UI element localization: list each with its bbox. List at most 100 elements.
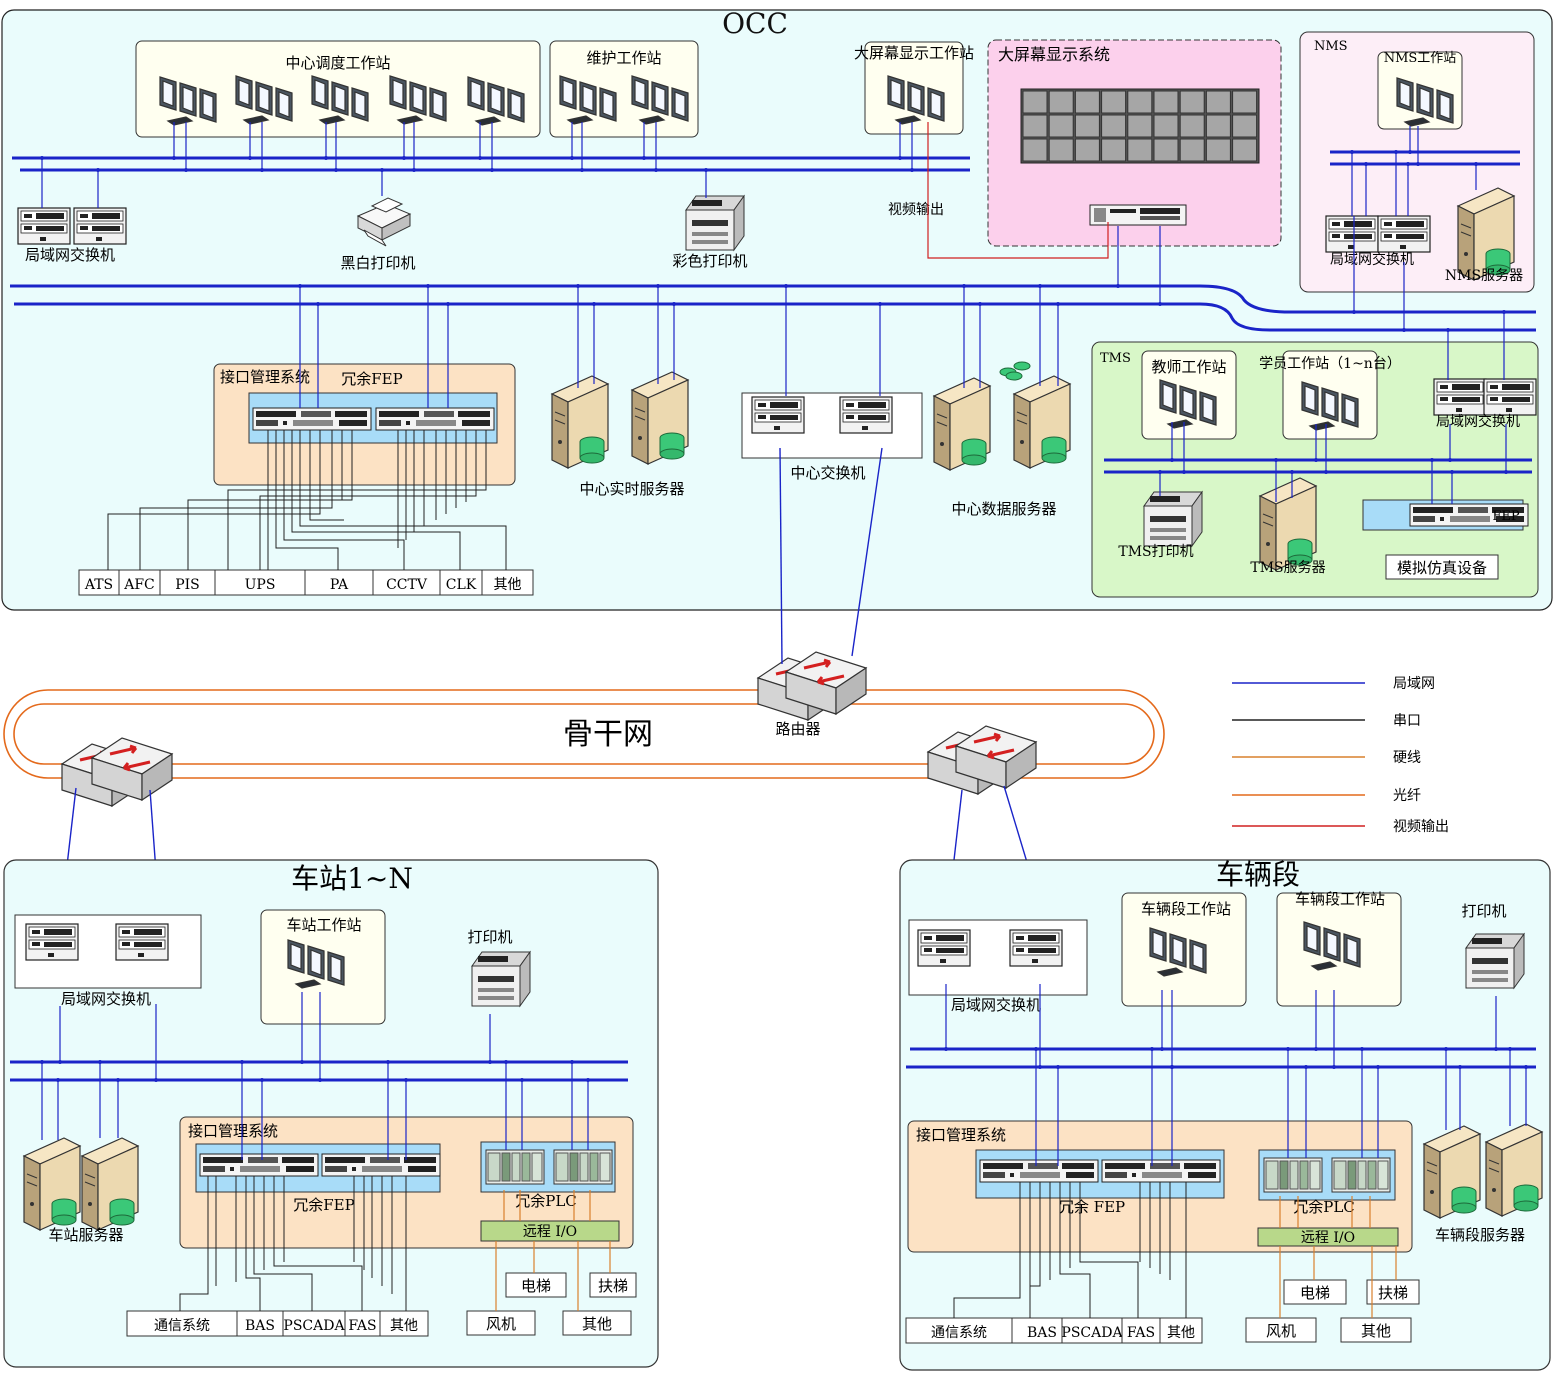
nms-switch-icon — [1325, 215, 1379, 253]
depot-interface-label: PSCADA — [1061, 1325, 1123, 1341]
station-fep-unit-icon — [199, 1153, 319, 1177]
lan-joint — [40, 1060, 44, 1064]
station-plc-icon — [553, 1149, 613, 1185]
serial-link — [273, 1176, 363, 1311]
lan-joint — [1446, 328, 1450, 332]
legend-label: 视频输出 — [1393, 819, 1449, 835]
lan-joint — [576, 284, 580, 288]
video-controller-icon — [1089, 204, 1187, 226]
lan-joint — [1038, 1065, 1042, 1069]
lan-joint — [324, 156, 328, 160]
depot-ims-label: 接口管理系统 — [916, 1126, 1006, 1144]
serial-link — [1059, 1182, 1091, 1318]
station-fep-unit-icon — [321, 1153, 441, 1177]
depot-interface-box — [905, 1317, 1013, 1344]
depot-remote-io-label: 远程 I/O — [1301, 1230, 1355, 1246]
station-elevator-label: 电梯 — [521, 1277, 551, 1295]
station-switch-label: 局域网交换机 — [61, 990, 151, 1008]
depot-other2-label: 其他 — [1361, 1322, 1391, 1340]
depot-switch-label: 局域网交换机 — [951, 996, 1041, 1014]
occ-lan-switch-icon — [17, 207, 71, 245]
lan-joint — [1158, 302, 1162, 306]
station-switch-icon — [115, 923, 169, 961]
lan-joint — [248, 156, 252, 160]
depot-title: 车辆段 — [1216, 858, 1300, 891]
depot-server-icon — [1485, 1123, 1543, 1217]
station-fan-box — [466, 1310, 536, 1336]
nms-server-icon — [1457, 187, 1515, 281]
station-remote-io-label: 远程 I/O — [523, 1224, 577, 1240]
station-elevator-box — [505, 1272, 567, 1298]
depot-interface-box — [1121, 1317, 1161, 1344]
video-wall-icon — [1020, 88, 1260, 164]
depot-fan-label: 风机 — [1266, 1322, 1296, 1340]
depot-interface-label: FAS — [1127, 1325, 1155, 1341]
occ-interface-box — [214, 569, 306, 596]
depot-hardwire-links — [1279, 1196, 1397, 1318]
depot-escalator-box — [1366, 1279, 1420, 1305]
lan-joint — [172, 156, 176, 160]
serial-link — [253, 1176, 313, 1311]
station-region: 车站1~N 局域网交换机 车站工作站 打印机 车站服务器 接口管理系统 冗余FE… — [3, 859, 659, 1368]
depot-plc-icon — [1263, 1157, 1323, 1193]
lan-joint — [1332, 1065, 1336, 1069]
lan-joint — [1038, 284, 1042, 288]
nms-switch-icon — [1377, 215, 1431, 253]
occ-lan-links — [10, 122, 1536, 504]
lan-joint — [96, 168, 100, 172]
station-server-icon — [81, 1137, 139, 1231]
lan-joint — [1182, 470, 1186, 474]
depot-interface-box — [1061, 1317, 1123, 1344]
simulator-label: 模拟仿真设备 — [1397, 559, 1487, 577]
lan-joint — [154, 1078, 158, 1082]
station-interface-box — [282, 1310, 346, 1337]
lan-joint — [1502, 310, 1506, 314]
station-serial-links — [179, 1176, 407, 1311]
lan-joint — [1524, 1065, 1528, 1069]
lan-joint — [488, 1060, 492, 1064]
lan-joint — [1360, 1047, 1364, 1051]
depot-switch-icon — [1009, 929, 1063, 967]
dispatch-ws-label: 中心调度工作站 — [285, 54, 390, 72]
depot-interface-box — [1159, 1317, 1203, 1344]
occ-lan-switch-icon — [73, 207, 127, 245]
lan-joint — [380, 168, 384, 172]
occ-serial-links — [107, 430, 507, 570]
lan-joint — [1508, 1047, 1512, 1051]
occ-lan-switch-label: 局域网交换机 — [25, 246, 115, 264]
simulator-box — [1385, 554, 1499, 580]
depot-fep-unit-icon — [1101, 1159, 1221, 1183]
bigscreen-ws-label: 大屏幕显示工作站 — [854, 44, 974, 62]
lan-joint — [656, 284, 660, 288]
tms-server-label: TMS服务器 — [1250, 560, 1325, 576]
lan-joint — [1034, 1047, 1038, 1051]
tms-fep-label: FEP — [1492, 509, 1520, 524]
lan-joint — [1458, 1065, 1462, 1069]
depot-other2-box — [1340, 1317, 1412, 1343]
lan-joint — [260, 168, 264, 172]
serial-link — [245, 1176, 261, 1311]
maint-ws-label: 维护工作站 — [586, 49, 661, 67]
lan-joint — [580, 168, 584, 172]
lan-joint — [58, 1060, 62, 1064]
center-switch-icon — [839, 396, 893, 434]
station-plc-label: 冗余PLC — [515, 1192, 577, 1210]
depot-interface-label: 通信系统 — [931, 1325, 987, 1341]
serial-link — [283, 430, 405, 570]
lan-joint — [672, 302, 676, 306]
lan-joint — [878, 302, 882, 306]
depot-ws1-label: 车辆段工作站 — [1141, 900, 1231, 918]
depot-elevator-label: 电梯 — [1300, 1284, 1330, 1302]
station-server-icon — [23, 1137, 81, 1231]
occ-interface-box — [481, 569, 534, 596]
tms-switch-icon — [1483, 378, 1537, 416]
serial-link — [187, 430, 353, 570]
lan-joint — [318, 1078, 322, 1082]
station-title: 车站1~N — [291, 862, 413, 895]
lan-joint — [1376, 1065, 1380, 1069]
lan-joint — [586, 1078, 590, 1082]
data-server-icon — [1013, 375, 1071, 469]
lan-joint — [56, 1078, 60, 1082]
occ-interface-box — [439, 569, 483, 596]
lan-joint — [1314, 1047, 1318, 1051]
